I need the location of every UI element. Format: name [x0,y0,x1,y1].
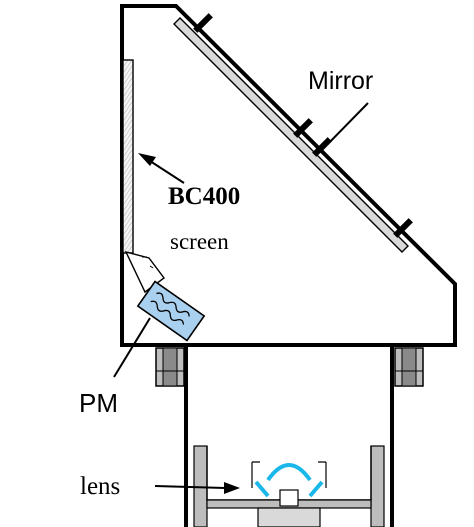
screen-label: screen [170,229,229,254]
scintillator-screen [122,59,134,254]
lens-holder [193,445,385,527]
mirror-clamp [393,218,413,238]
pm-label: PM [79,388,118,418]
lens [251,461,327,507]
mirror-label: Mirror [308,67,373,95]
mirror-clamp [293,118,313,138]
pm-pointer [113,317,151,378]
camera-housing [184,345,394,527]
lens-arrow [154,482,240,494]
photomultiplier-tube [136,280,206,342]
mount-right [394,347,424,387]
mirror-clamp [193,13,213,33]
bc400-label: BC400 [168,183,240,210]
lens-label: lens [80,473,120,500]
bc400-arrow [138,153,185,184]
mirror [173,13,413,253]
mirror-pointer [321,102,369,151]
mirror-clamp [312,137,332,157]
mount-left [155,347,185,387]
housing-outline [120,4,457,347]
